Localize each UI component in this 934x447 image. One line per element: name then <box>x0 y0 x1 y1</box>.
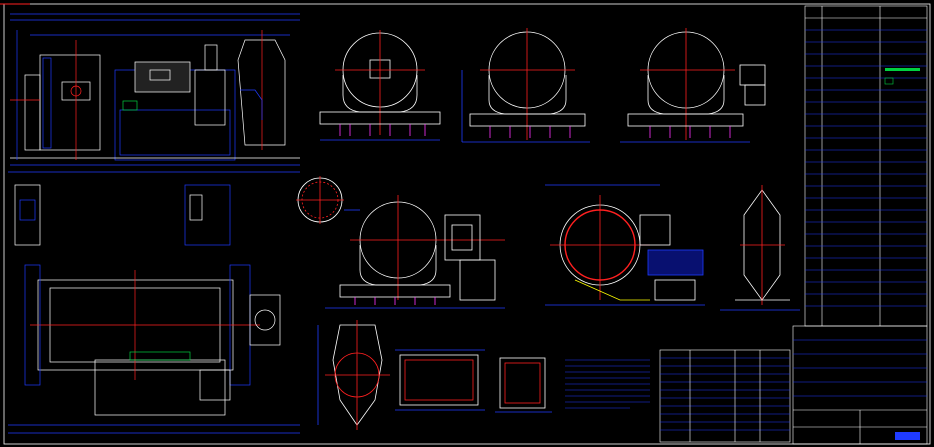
frame-detail-1 <box>395 349 485 411</box>
front-elevation-view <box>10 13 300 166</box>
flange-detail-circle <box>296 176 360 224</box>
parts-list-table <box>659 349 791 443</box>
frame-detail-2 <box>495 357 552 413</box>
plan-view <box>8 171 300 434</box>
title-block-table <box>792 5 928 445</box>
mill-cross-section-4 <box>325 195 505 309</box>
technical-notes-block <box>565 359 650 409</box>
mill-cross-section-2 <box>461 28 590 143</box>
hopper-elevation <box>720 185 800 311</box>
bottom-hopper-view <box>317 320 390 430</box>
drawing-frame <box>3 3 931 445</box>
mill-end-section <box>545 184 705 306</box>
mill-cross-section-1 <box>319 30 441 141</box>
mill-cross-section-3 <box>620 28 766 143</box>
